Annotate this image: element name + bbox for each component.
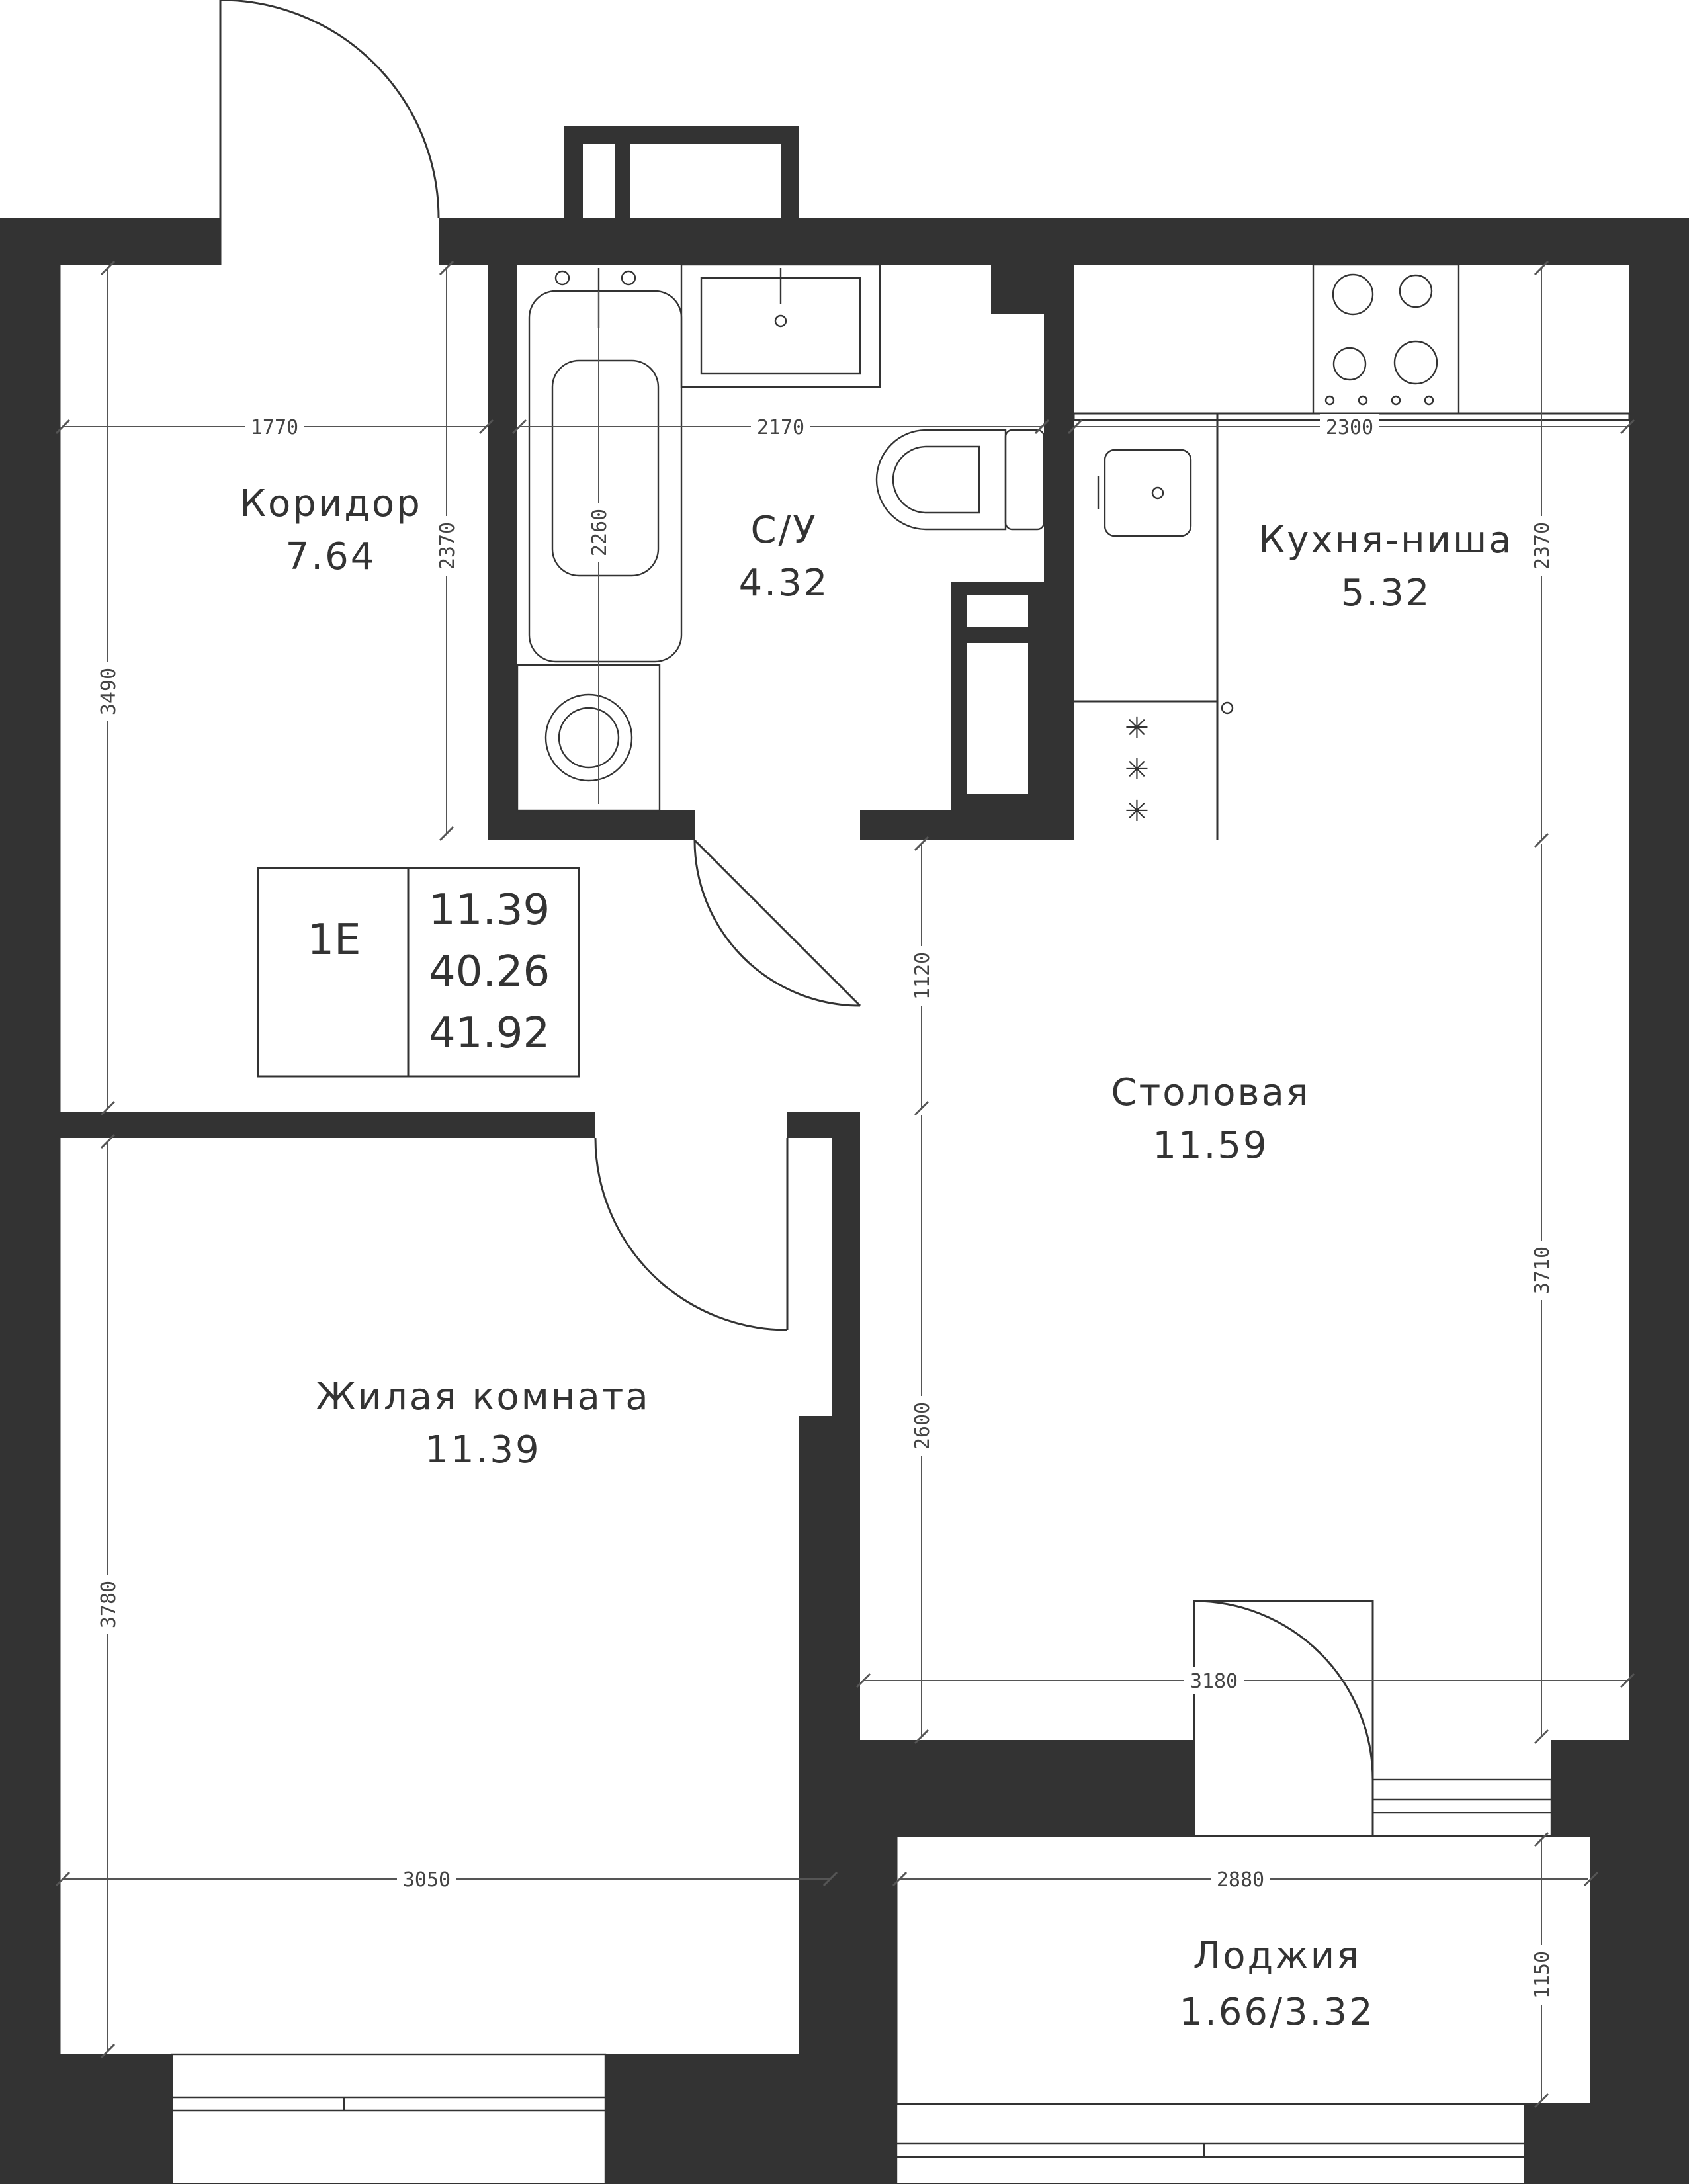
window-loggia [895, 2103, 1526, 2184]
bath-notch [991, 265, 1044, 314]
dim-kitchen-width: 2300 [1326, 416, 1373, 439]
dim-living-depth: 3780 [97, 1581, 120, 1628]
dim-corridor-depth: 2370 [436, 522, 459, 570]
dim-loggia-width: 2880 [1217, 1868, 1264, 1892]
wall-bath-bottom-left [488, 810, 695, 840]
wall-loggia-bottom-right [1525, 2104, 1689, 2184]
total-area-value: 40.26 [429, 947, 550, 996]
wall-left [0, 218, 60, 2184]
wall-bottom-mid [605, 2054, 860, 2184]
dim-bath-width: 2170 [757, 416, 804, 439]
dim-passage-width: 1120 [911, 952, 934, 1000]
dim-hall-length: 3490 [97, 668, 120, 715]
wall-dining-bottom [860, 1740, 1194, 1836]
oven-burner-icons: ✳ ✳ ✳ [1125, 711, 1151, 828]
window-living [171, 2053, 607, 2184]
dim-dining-width: 2600 [911, 1402, 934, 1450]
svg-text:✳: ✳ [1125, 795, 1151, 828]
dim-dining-span: 3180 [1190, 1670, 1238, 1693]
area-with-loggia-value: 41.92 [429, 1009, 550, 1058]
window-dining [1371, 1778, 1553, 1837]
toilet [875, 429, 1045, 531]
shaft-void-1 [967, 595, 1028, 627]
room-area-corridor: 7.64 [286, 535, 376, 578]
vent-mid [615, 126, 630, 222]
wall-loggia-left [860, 1740, 896, 2184]
vent-right [781, 126, 799, 222]
walls [0, 126, 1689, 2184]
room-name-bathroom: С/У [750, 509, 817, 552]
dim-bathtub-length: 2260 [588, 509, 611, 556]
room-name-dining: Столовая [1111, 1071, 1310, 1114]
apartment-type: 1E [307, 916, 361, 965]
dim-dining-depth: 3710 [1531, 1246, 1554, 1294]
wall-top-right [439, 218, 1689, 265]
dim-loggia-depth: 1150 [1531, 1951, 1554, 1999]
fixtures: ✳ ✳ ✳ [516, 263, 1460, 828]
wall-bath-bottom-right [860, 810, 1074, 840]
wall-bath-left [488, 265, 517, 840]
kitchen-sink [1097, 449, 1234, 715]
room-name-corridor: Коридор [239, 482, 422, 525]
bathroom-sink [680, 263, 881, 388]
room-labels: Коридор 7.64 С/У 4.32 Кухня-ниша 5.32 Ст… [239, 482, 1513, 2034]
shaft-void-2 [967, 643, 1028, 794]
room-area-dining: 11.59 [1152, 1124, 1268, 1167]
bathtub [528, 268, 683, 663]
room-area-loggia: 1.66/3.32 [1179, 1991, 1374, 2034]
dim-corridor-width: 1770 [251, 416, 298, 439]
wall-right [1629, 218, 1689, 1740]
room-name-loggia: Лоджия [1193, 1935, 1361, 1978]
dim-living-width: 3050 [403, 1868, 451, 1892]
wall-bottom-left [0, 2054, 172, 2184]
wall-bath-right [1044, 265, 1074, 840]
stove [1312, 263, 1460, 415]
windows [171, 1778, 1553, 2184]
dimension-labels: 1770 2170 2300 2370 2260 3490 2370 1120 … [95, 414, 1555, 2005]
wall-living-top [0, 1112, 595, 1138]
apartment-info-box: 1E 11.39 40.26 41.92 [257, 867, 580, 1078]
loggia-door [1193, 1600, 1374, 1837]
vent-top [564, 126, 799, 144]
vent-left [564, 126, 583, 222]
living-room-door [594, 1137, 789, 1331]
room-name-living: Жилая комната [316, 1376, 650, 1419]
entrance-door [219, 0, 440, 265]
svg-text:✳: ✳ [1125, 711, 1151, 745]
room-area-kitchen: 5.32 [1341, 572, 1432, 615]
room-area-living: 11.39 [425, 1428, 541, 1471]
dim-kitchen-depth: 2370 [1531, 522, 1554, 570]
living-area-value: 11.39 [429, 886, 550, 935]
room-area-bathroom: 4.32 [739, 562, 830, 605]
washing-machine [516, 664, 661, 812]
svg-text:✳: ✳ [1125, 753, 1151, 787]
bathroom-door [693, 839, 861, 1007]
room-name-kitchen: Кухня-ниша [1258, 519, 1513, 562]
doors [219, 0, 1374, 1837]
